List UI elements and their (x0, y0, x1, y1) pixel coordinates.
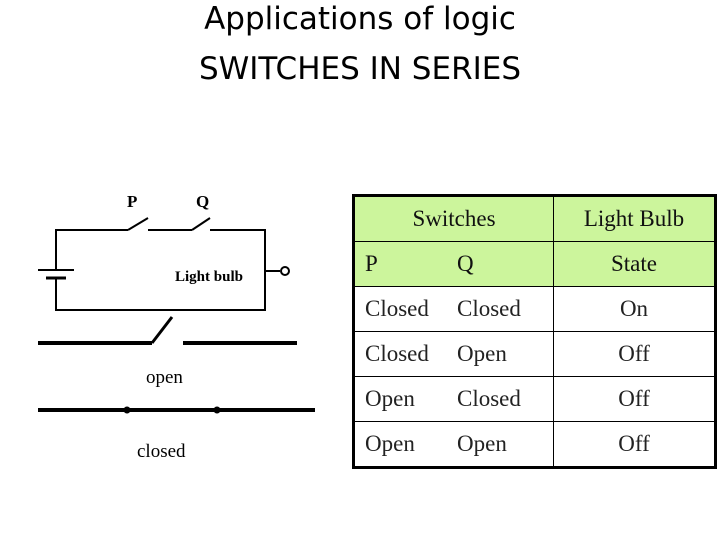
cell-pq: Closed Open (353, 331, 554, 377)
header-switches: Switches (353, 195, 554, 242)
cell-p: Open (365, 386, 415, 411)
page-title: Applications of logic (204, 1, 516, 37)
subheader-p: P (365, 251, 378, 276)
cell-q: Open (457, 431, 507, 456)
open-label: open (146, 367, 183, 388)
open-switch-symbol (38, 316, 297, 345)
switch-q-label: Q (196, 192, 209, 211)
cell-state: Off (553, 331, 716, 377)
cell-p: Open (365, 431, 415, 456)
cell-q: Closed (457, 386, 521, 411)
circuit-loop (55, 217, 266, 311)
table-row: Open Open Off (353, 421, 716, 468)
cell-state: Off (553, 421, 716, 468)
cell-p: Closed (365, 341, 429, 366)
table-row: Closed Open Off (353, 331, 716, 377)
table-row: Closed Closed On (353, 286, 716, 332)
subheader-q: Q (457, 251, 474, 276)
table-header-row: Switches Light Bulb (353, 195, 716, 242)
cell-pq: Open Closed (353, 376, 554, 422)
cell-pq: Open Open (353, 421, 554, 468)
series-circuit-diagram: P Q Light bulb open closed (38, 192, 315, 462)
battery-icon (38, 269, 74, 280)
cell-pq: Closed Closed (353, 286, 554, 332)
light-bulb-icon (264, 260, 290, 282)
closed-switch-symbol (38, 406, 315, 414)
page-subtitle: SWITCHES IN SERIES (198, 51, 522, 87)
cell-q: Open (457, 341, 507, 366)
header-light-bulb: Light Bulb (553, 195, 716, 242)
switch-p-label: P (127, 192, 137, 211)
closed-label: closed (137, 441, 186, 462)
table-row: Open Closed Off (353, 376, 716, 422)
cell-q: Closed (457, 296, 521, 321)
cell-p: Closed (365, 296, 429, 321)
subheader-state: State (553, 241, 716, 287)
light-bulb-label: Light bulb (175, 269, 243, 285)
cell-state: On (553, 286, 716, 332)
cell-state: Off (553, 376, 716, 422)
switch-q-blade (191, 217, 211, 231)
switch-p-blade (127, 217, 149, 231)
